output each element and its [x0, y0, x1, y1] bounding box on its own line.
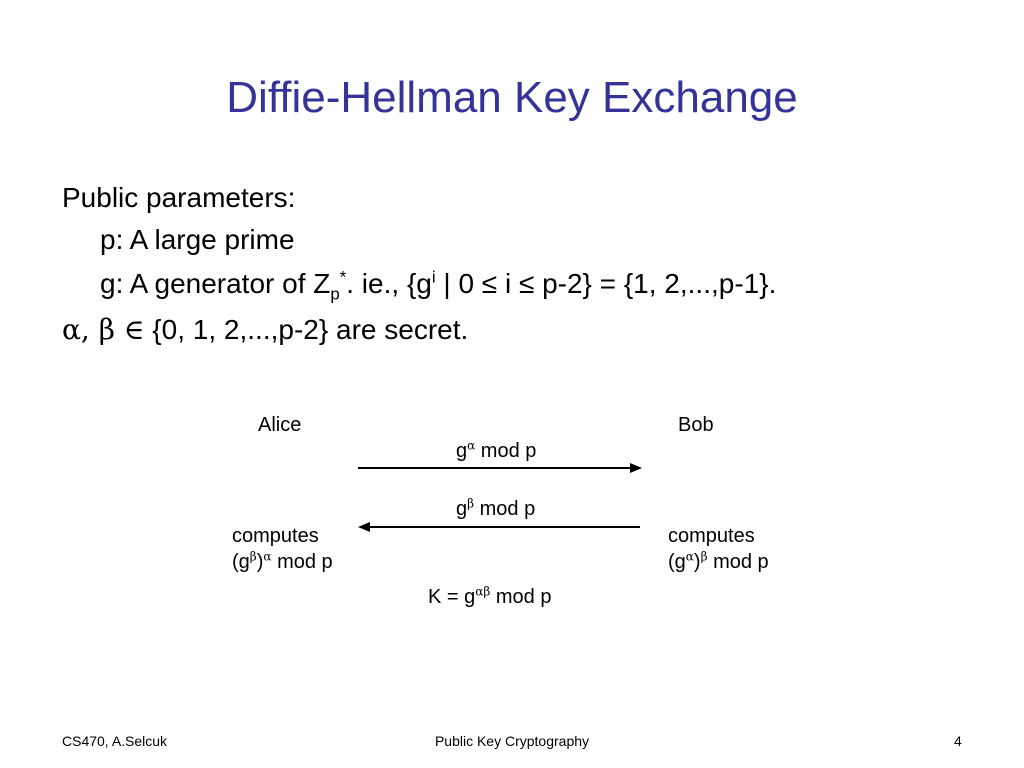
bob-formula-mod: mod p [707, 551, 769, 573]
alice-formula-mod: mod p [271, 551, 333, 573]
bob-formula-open: (g [668, 551, 686, 573]
key-tail: mod p [490, 586, 552, 608]
message-alice-to-bob: gα mod p [456, 438, 536, 464]
alice-label: Alice [258, 414, 302, 436]
alice-computes-label: computes [232, 525, 319, 547]
shared-key: K = gαβ mod p [428, 584, 551, 610]
g-line-superscript: * [339, 267, 347, 287]
msg1-exponent: α [467, 438, 476, 453]
bob-formula-inner-exp: α [685, 549, 694, 564]
msg2-exponent: β [467, 496, 475, 511]
footer-page-number: 4 [954, 733, 962, 749]
message-bob-to-alice: gβ mod p [456, 496, 535, 522]
arrowhead-left-icon [358, 522, 370, 532]
g-line-middle: . ie., {g [346, 268, 432, 299]
key-exponent: αβ [475, 584, 491, 599]
footer-title: Public Key Cryptography [434, 733, 590, 749]
bob-formula-close: ) [693, 551, 701, 573]
arrow-right [358, 463, 642, 473]
alice-formula: (gβ)α mod p [232, 549, 333, 575]
slide-title: Diffie-Hellman Key Exchange [226, 73, 798, 122]
g-line-prefix: g: A generator of Z [100, 268, 331, 299]
p-parameter-line: p: A large prime [100, 224, 295, 255]
bob-formula: (gα)β mod p [668, 549, 769, 575]
g-parameter-line: g: A generator of Zp*. ie., {gi | 0 ≤ i … [100, 266, 776, 302]
footer-author: CS470, A.Selcuk [62, 733, 168, 749]
alice-formula-close: ) [256, 551, 264, 573]
key-prefix: K = g [428, 586, 476, 608]
secret-greek: α, β ∈ [62, 313, 145, 346]
alice-formula-open: (g [232, 551, 250, 573]
arrowhead-right-icon [630, 463, 642, 473]
alice-formula-outer-exp: α [263, 549, 272, 564]
msg1-base: g [456, 440, 468, 462]
msg2-base: g [456, 498, 468, 520]
bob-formula-outer-exp: β [700, 549, 708, 564]
arrow-left [358, 522, 640, 532]
secret-line: α, β ∈ {0, 1, 2,...,p-2} are secret. [62, 312, 468, 348]
g-line-suffix: | 0 ≤ i ≤ p-2} = {1, 2,...,p-1}. [435, 268, 777, 299]
secret-text: {0, 1, 2,...,p-2} are secret. [144, 314, 469, 345]
bob-label: Bob [678, 414, 714, 436]
alice-formula-inner-exp: β [249, 549, 257, 564]
g-line-subscript: p [330, 284, 340, 304]
g-line-exponent: i [431, 267, 436, 287]
msg1-tail: mod p [475, 440, 537, 462]
public-parameters-heading: Public parameters: [62, 182, 296, 213]
msg2-tail: mod p [474, 498, 536, 520]
bob-computes-label: computes [668, 525, 755, 547]
